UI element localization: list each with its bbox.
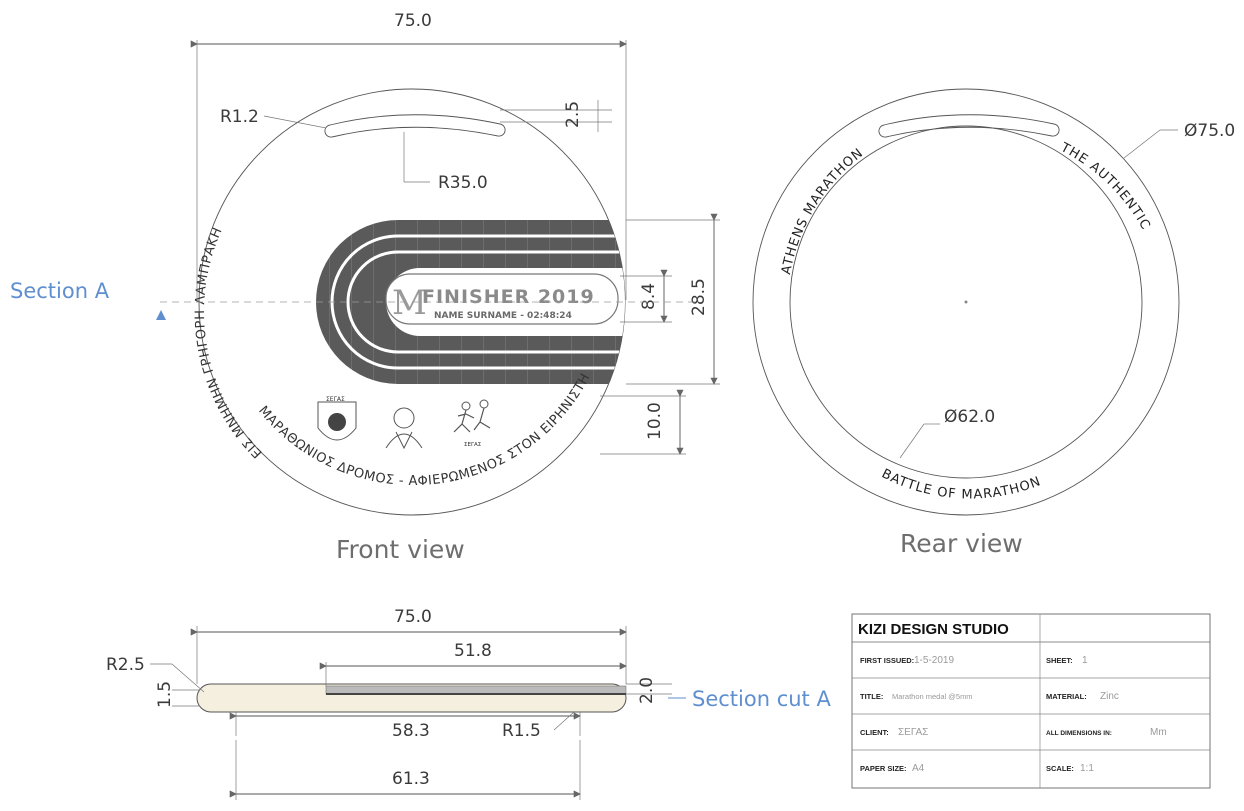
section-edge-radius-label: R2.5 xyxy=(106,655,145,675)
rear-text-bottom: BATTLE OF MARATHON xyxy=(879,466,1043,502)
front-width-label: 75.0 xyxy=(394,11,432,31)
front-view: M FINISHER 2019 NAME SURNAME - 02:48:24 … xyxy=(0,0,720,564)
section-thickness-label: 1.5 xyxy=(155,681,175,708)
svg-text:A4: A4 xyxy=(912,763,925,774)
svg-text:TITLE:: TITLE: xyxy=(860,692,883,701)
svg-text:Mm: Mm xyxy=(1150,727,1167,738)
svg-text:FIRST ISSUED:: FIRST ISSUED: xyxy=(860,656,914,665)
plate-height-label: 8.4 xyxy=(639,283,659,310)
section-relief xyxy=(325,685,627,695)
ring-text-left: ΕΙΣ ΜΝΗΜΗΝ ΓΡΗΓΟΡΗ ΛΑΜΠΡΑΚΗ xyxy=(193,225,266,460)
slot-radius-label: R1.2 xyxy=(220,107,259,127)
title-block: KIZI DESIGN STUDIO FIRST ISSUED: 1-5-201… xyxy=(851,613,1211,789)
studio-name: KIZI DESIGN STUDIO xyxy=(858,621,1009,638)
section-relief-label: 2.0 xyxy=(637,677,657,704)
title-row: PAPER SIZE: A4 SCALE: 1:1 xyxy=(860,763,1094,774)
rear-outer-circle xyxy=(752,88,1180,516)
rear-text-right: THE AUTHENTIC xyxy=(1057,140,1153,233)
finisher-name: NAME SURNAME - 02:48:24 xyxy=(434,311,572,321)
running-figure-icon: ΣΕΓΑΣ xyxy=(453,399,491,448)
rear-outer-dia-label: Ø75.0 xyxy=(1184,121,1235,141)
bottom-gap-label: 10.0 xyxy=(645,402,665,440)
svg-text:ALL DIMENSIONS IN:: ALL DIMENSIONS IN: xyxy=(1046,730,1112,737)
ribbon-slot xyxy=(324,114,506,138)
svg-text:1:1: 1:1 xyxy=(1080,763,1094,774)
track-height-label: 28.5 xyxy=(689,278,709,316)
section-top-inset-label: 51.8 xyxy=(454,641,492,661)
finisher-text: FINISHER 2019 xyxy=(422,286,595,308)
svg-text:SHEET:: SHEET: xyxy=(1046,656,1073,665)
arc-radius-label: R35.0 xyxy=(438,173,488,193)
section-inner-radius-label: R1.5 xyxy=(502,721,541,741)
svg-text:MATERIAL:: MATERIAL: xyxy=(1046,692,1087,701)
rear-inner-dia-label: Ø62.0 xyxy=(944,407,995,427)
title-row: TITLE: Marathon medal @5mm MATERIAL: Zin… xyxy=(860,691,1119,702)
svg-text:PAPER SIZE:: PAPER SIZE: xyxy=(860,764,907,773)
svg-text:1-5-2019: 1-5-2019 xyxy=(914,655,954,666)
rear-view: ATHENS MARATHON THE AUTHENTIC BATTLE OF … xyxy=(752,88,1235,558)
svg-text:ΣΕΓΑΣ: ΣΕΓΑΣ xyxy=(464,442,482,448)
svg-text:Marathon medal @5mm: Marathon medal @5mm xyxy=(892,692,973,701)
rear-text-left: ATHENS MARATHON xyxy=(779,145,866,275)
runner-portrait-icon xyxy=(385,407,423,450)
rear-ribbon-slot xyxy=(878,114,1060,138)
section-inner-span-label: 58.3 xyxy=(392,721,430,741)
section-arrow-icon xyxy=(156,310,166,320)
svg-text:CLIENT:: CLIENT: xyxy=(860,728,889,737)
section-cut-label: Section cut A xyxy=(692,687,831,711)
svg-text:ΣΕΓΑΣ: ΣΕΓΑΣ xyxy=(898,727,928,738)
svg-text:SCALE:: SCALE: xyxy=(1046,764,1074,773)
section-cut-view: 75.0 51.8 R2.5 1.5 2.0 Section cut A 58.… xyxy=(106,607,831,800)
rear-view-label: Rear view xyxy=(900,529,1023,558)
svg-text:ΣΕΓΑΣ: ΣΕΓΑΣ xyxy=(326,396,345,403)
svg-text:Zinc: Zinc xyxy=(1100,691,1119,702)
seal-emblem: ΣΕΓΑΣ xyxy=(317,396,357,441)
title-row: CLIENT: ΣΕΓΑΣ ALL DIMENSIONS IN: Mm xyxy=(860,727,1167,738)
slot-width-label: 2.5 xyxy=(563,101,583,128)
section-a-label: Section A xyxy=(10,279,110,303)
title-row: FIRST ISSUED: 1-5-2019 SHEET: 1 xyxy=(860,655,1088,666)
rear-inner-circle xyxy=(789,125,1143,479)
section-width-label: 75.0 xyxy=(394,607,432,627)
svg-text:1: 1 xyxy=(1082,655,1088,666)
section-outer-span-label: 61.3 xyxy=(392,769,430,789)
front-view-label: Front view xyxy=(336,535,465,564)
marathon-logo-letter: M xyxy=(392,283,427,323)
